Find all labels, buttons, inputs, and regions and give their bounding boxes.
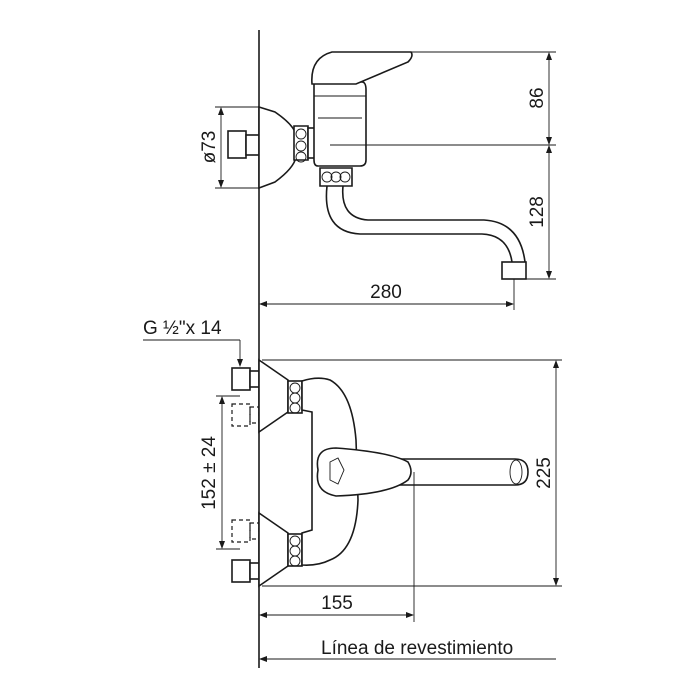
dim-diameter-label: ø73 xyxy=(199,131,220,164)
thread-callout: G ½"x 14 xyxy=(143,318,243,367)
front-lower-inlet-hidden xyxy=(231,519,251,543)
dim-spout-drop: 128 xyxy=(526,145,556,280)
dim-reach: 280 xyxy=(259,279,515,310)
dim-reach-label: 280 xyxy=(370,282,402,303)
front-lower-inlet xyxy=(231,559,251,583)
dim-spout-drop-label: 128 xyxy=(527,196,548,228)
thread-label: G ½"x 14 xyxy=(143,318,222,339)
front-upper-inlet-hidden xyxy=(231,403,251,427)
front-lower-escutcheon xyxy=(258,511,289,588)
side-spout-collar xyxy=(319,167,353,187)
front-spout-arm xyxy=(399,458,529,486)
dim-body-width: 155 xyxy=(259,472,415,622)
front-upper-escutcheon xyxy=(258,358,289,434)
reference-line: Línea de revestimiento xyxy=(259,638,556,662)
front-view: G ½"x 14 xyxy=(143,318,562,622)
dim-total-height-label: 225 xyxy=(534,457,555,489)
dim-center-distance: 152 ± 24 xyxy=(199,395,240,550)
reference-line-label: Línea de revestimiento xyxy=(321,638,513,659)
side-eccentric-nut xyxy=(293,125,309,161)
side-spout-tube xyxy=(325,185,513,263)
dim-center-distance-label: 152 ± 24 xyxy=(199,436,220,510)
front-upper-inlet xyxy=(231,367,251,391)
side-lever-handle xyxy=(311,51,413,85)
dim-body-width-label: 155 xyxy=(321,593,353,614)
dim-handle-height-label: 86 xyxy=(527,87,548,108)
dim-handle-height: 86 xyxy=(330,51,556,146)
dim-total-height: 225 xyxy=(262,359,562,587)
side-inlet-nut xyxy=(245,134,260,156)
side-view: ø73 86 128 280 xyxy=(199,51,556,310)
dim-diameter: ø73 xyxy=(199,106,259,189)
side-inlet-connector xyxy=(227,130,247,159)
side-aerator xyxy=(501,261,527,280)
side-escutcheon xyxy=(258,105,297,190)
front-lever-handle xyxy=(316,447,412,497)
side-mixer-body xyxy=(313,81,367,167)
